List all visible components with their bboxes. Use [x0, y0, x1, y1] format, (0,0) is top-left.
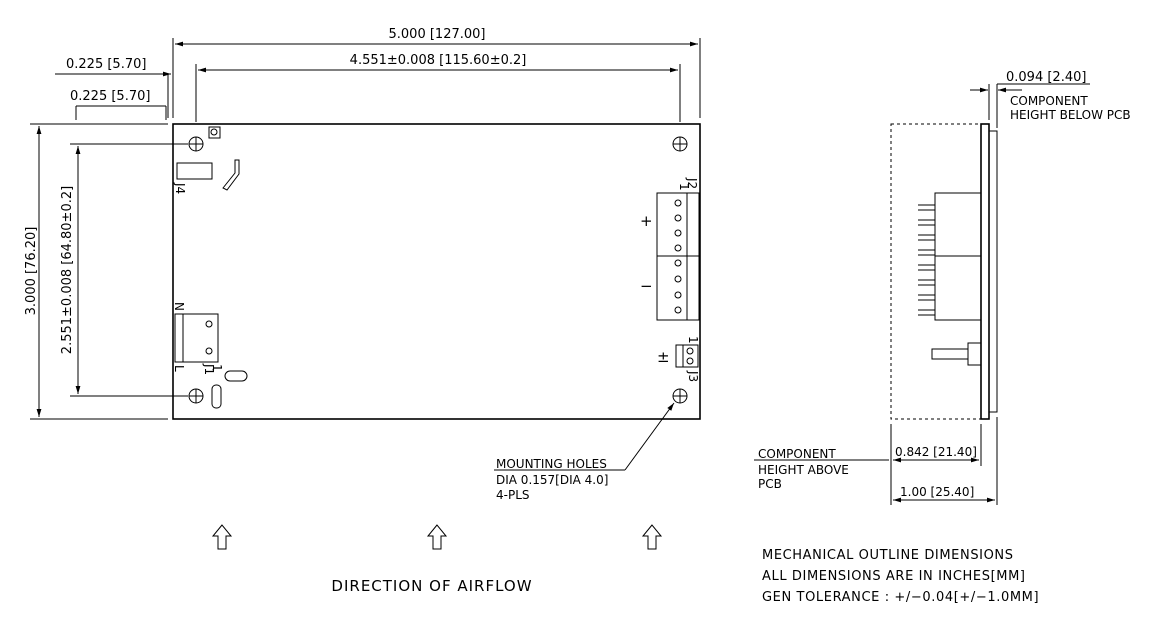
airflow-arrow-icon — [427, 524, 447, 550]
note-line-1: MECHANICAL OUTLINE DIMENSIONS — [762, 548, 1014, 563]
dim-below-pcb-label: 0.094 [2.40] — [1006, 70, 1086, 85]
top-view: 5.000 [127.00] 4.551±0.008 [115.60±0.2] … — [24, 27, 701, 595]
j3-label: J3 — [686, 370, 700, 382]
above-pcb-label-line2: HEIGHT ABOVE — [758, 463, 849, 477]
mounting-holes-dia: DIA 0.157[DIA 4.0] — [496, 473, 608, 487]
notes: MECHANICAL OUTLINE DIMENSIONS ALL DIMENS… — [762, 548, 1039, 605]
connector-pins — [918, 204, 935, 316]
airflow-arrow-icon — [212, 524, 232, 550]
mounting-hole-icon — [188, 136, 204, 152]
below-pcb-label-line1: COMPONENT — [1010, 94, 1088, 108]
note-line-3: GEN TOLERANCE : +/−0.04[+/−1.0MM] — [762, 590, 1039, 605]
j1-label: J1 — [202, 363, 216, 375]
below-pcb-label-line2: HEIGHT BELOW PCB — [1010, 108, 1131, 122]
plus-minus-label: ± — [657, 348, 670, 366]
component-envelope — [890, 123, 982, 420]
mounting-holes-title: MOUNTING HOLES — [496, 457, 607, 471]
dim-total-label: 1.00 [25.40] — [900, 485, 974, 499]
dim-height-label: 3.000 [76.20] — [24, 227, 39, 316]
pcb-outline — [172, 123, 701, 420]
mounting-holes-count: 4-PLS — [496, 488, 530, 502]
j1-pin1-label: 1 — [210, 364, 224, 372]
above-pcb-label-line1: COMPONENT — [758, 447, 836, 461]
note-line-2: ALL DIMENSIONS ARE IN INCHES[MM] — [762, 569, 1026, 584]
j2-label: J2 — [685, 177, 699, 189]
j2-connector — [656, 192, 700, 321]
component-outline — [224, 370, 248, 382]
dim-hole-spacing-x-label: 4.551±0.008 [115.60±0.2] — [350, 53, 527, 68]
j1-connector — [174, 313, 219, 363]
ground-mark-icon — [208, 126, 221, 139]
side-connector-j3 — [967, 342, 982, 366]
j3-connector — [675, 344, 699, 368]
j4-label: J4 — [173, 182, 187, 194]
plus-label: + — [640, 212, 653, 230]
dim-edge-offset-top-label: 0.225 [5.70] — [66, 57, 146, 72]
j2-pin1-label: 1 — [677, 183, 691, 191]
minus-label: − — [640, 277, 653, 295]
component-outline — [211, 384, 222, 409]
above-pcb-label-line3: PCB — [758, 477, 782, 491]
side-connector-j2 — [934, 255, 982, 321]
side-connector-j2 — [934, 192, 982, 257]
pcb-edge — [980, 123, 990, 420]
dim-above-pcb-label: 0.842 [21.40] — [895, 445, 977, 459]
airflow-arrow-icon — [642, 524, 662, 550]
j4-connector — [176, 162, 213, 180]
mounting-hole-icon — [672, 136, 688, 152]
line-l-label: L — [172, 365, 186, 372]
mounting-hole-icon — [672, 388, 688, 404]
dim-width-label: 5.000 [127.00] — [389, 27, 486, 42]
dim-hole-spacing-y-label: 2.551±0.008 [64.80±0.2] — [60, 186, 75, 354]
side-view: 0.094 [2.40] COMPONENT HEIGHT BELOW PCB … — [754, 70, 1131, 505]
j3-pin1-label: 1 — [686, 336, 700, 344]
side-connector-j3 — [931, 348, 969, 360]
component-outline — [222, 159, 240, 191]
mounting-hole-icon — [188, 388, 204, 404]
dim-edge-offset-side-label: 0.225 [5.70] — [70, 89, 150, 104]
line-n-label: N — [172, 302, 186, 311]
airflow-label: DIRECTION OF AIRFLOW — [331, 577, 532, 595]
pcb-below-components — [988, 130, 998, 413]
